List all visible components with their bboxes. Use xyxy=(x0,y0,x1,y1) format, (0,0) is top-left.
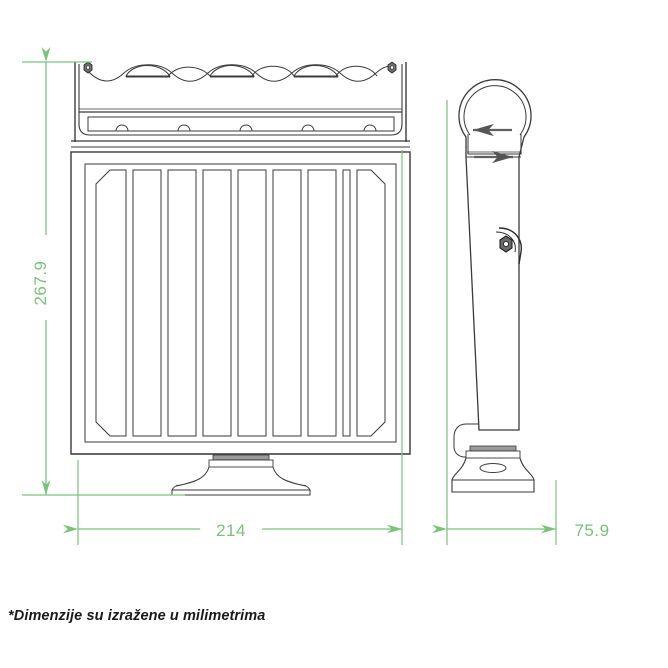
front-view xyxy=(70,61,411,496)
front-view-mid-band xyxy=(71,140,410,148)
front-view-top-rail xyxy=(74,62,407,142)
front-view-grille xyxy=(95,169,386,437)
grille-fin xyxy=(167,169,197,437)
side-view-hex-nut xyxy=(495,227,522,265)
grille-fin xyxy=(356,169,386,437)
side-view-outline xyxy=(458,79,532,431)
side-view-base xyxy=(451,457,535,481)
side-view-base-hole xyxy=(479,463,507,473)
dimension-label-depth: 75.9 xyxy=(574,521,609,540)
grille-fin xyxy=(307,169,337,437)
front-view-base xyxy=(71,453,410,496)
side-view-bulb-inner xyxy=(463,85,527,136)
grille-fin xyxy=(272,169,302,437)
dimension-annotations xyxy=(22,47,557,545)
units-caption: *Dimenzije su izražene u milimetrima xyxy=(8,608,266,624)
side-view-flow-arrows xyxy=(473,123,513,164)
side-view xyxy=(451,79,535,493)
dimension-label-height: 267.9 xyxy=(31,260,50,305)
side-view-bracket xyxy=(453,423,478,458)
grille-fin xyxy=(342,169,351,437)
dimension-label-width: 214 xyxy=(216,521,246,540)
grille-fin xyxy=(132,169,162,437)
grille-fin xyxy=(237,169,267,437)
grille-fin xyxy=(95,169,127,437)
front-view-body xyxy=(70,151,411,455)
top-rail-fastener-left xyxy=(83,61,93,74)
top-rail-fastener-right xyxy=(387,61,397,74)
grille-fin xyxy=(202,169,232,437)
